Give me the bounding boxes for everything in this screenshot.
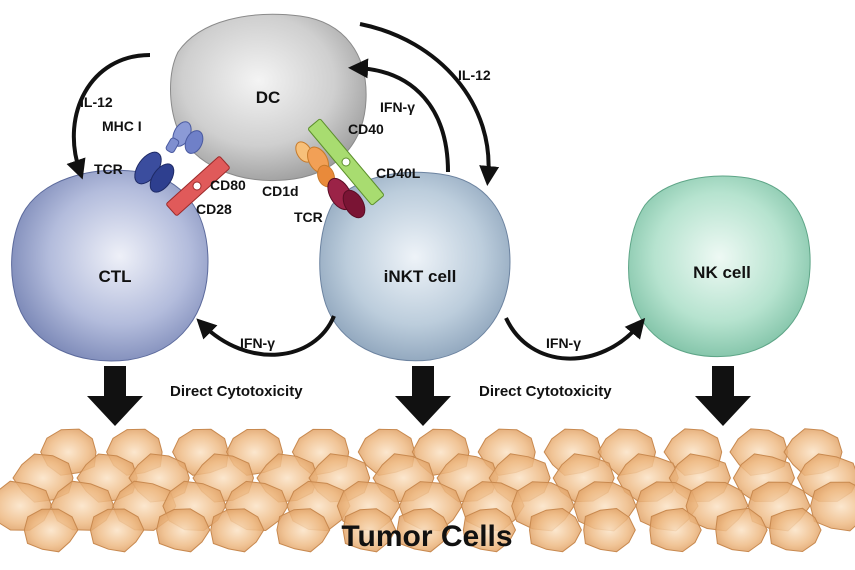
tcr-inkt-receptor (327, 177, 366, 219)
ifn-gamma-to-ctl-arrow (196, 315, 336, 357)
tcr-ctl-label: TCR (94, 161, 123, 177)
mhc-i-label: MHC I (102, 118, 142, 134)
tumor-cell (583, 507, 636, 553)
dc-label: DC (256, 88, 281, 107)
tumor-cell (23, 508, 79, 553)
tumor-cell (89, 508, 145, 553)
inkt-cell (319, 171, 511, 362)
tumor-cells-layer (0, 428, 855, 553)
tumor-cells-label: Tumor Cells (341, 520, 512, 553)
inkt-label: iNKT cell (384, 267, 457, 286)
cd80-cd28-complex (166, 156, 230, 216)
tcr-ctl-receptor (134, 151, 175, 193)
ctl-label: CTL (98, 267, 131, 286)
il12-right-label: IL-12 (458, 67, 491, 83)
cd40-cd40l-complex (308, 118, 384, 206)
tumor-cell (715, 507, 768, 553)
nk-label: NK cell (693, 263, 751, 282)
cd40l-label: CD40L (376, 165, 421, 181)
tumor-cell (276, 508, 331, 553)
tumor-cell (769, 507, 822, 553)
tumor-cell (528, 507, 582, 553)
tumor-cell (462, 508, 517, 553)
cd80-label: CD80 (210, 177, 246, 193)
tumor-cell (649, 507, 702, 553)
ifn-gamma-to-nk-arrow (504, 317, 646, 361)
tumor-cell (396, 508, 451, 553)
tumor-cell (342, 508, 397, 553)
ctl-cell (11, 169, 209, 362)
tumor-cell (156, 508, 211, 553)
il12-left-arrow (66, 53, 151, 180)
tumor-cell (210, 508, 265, 553)
mhc-i-receptor (165, 121, 204, 154)
tcr-inkt-label: TCR (294, 209, 323, 225)
ifn-gamma-nk-label: IFN-γ (546, 335, 581, 351)
ifn-gamma-dc-label: IFN-γ (380, 99, 415, 115)
ifn-gamma-to-dc-arrow (348, 58, 450, 173)
nk-cell (628, 175, 811, 358)
ctl-cytotoxicity-arrow (87, 366, 143, 426)
nk-cytotoxicity-arrow (695, 366, 751, 426)
cd40-label: CD40 (348, 121, 384, 137)
cd1d-label: CD1d (262, 183, 299, 199)
direct-cytotoxicity-right-label: Direct Cytotoxicity (479, 383, 612, 400)
ifn-gamma-ctl-label: IFN-γ (240, 335, 275, 351)
direct-cytotoxicity-left-label: Direct Cytotoxicity (170, 383, 303, 400)
il12-right-arrow (359, 22, 500, 186)
il12-left-label: IL-12 (80, 94, 113, 110)
cd28-label: CD28 (196, 201, 232, 217)
inkt-cytotoxicity-arrow (395, 366, 451, 426)
